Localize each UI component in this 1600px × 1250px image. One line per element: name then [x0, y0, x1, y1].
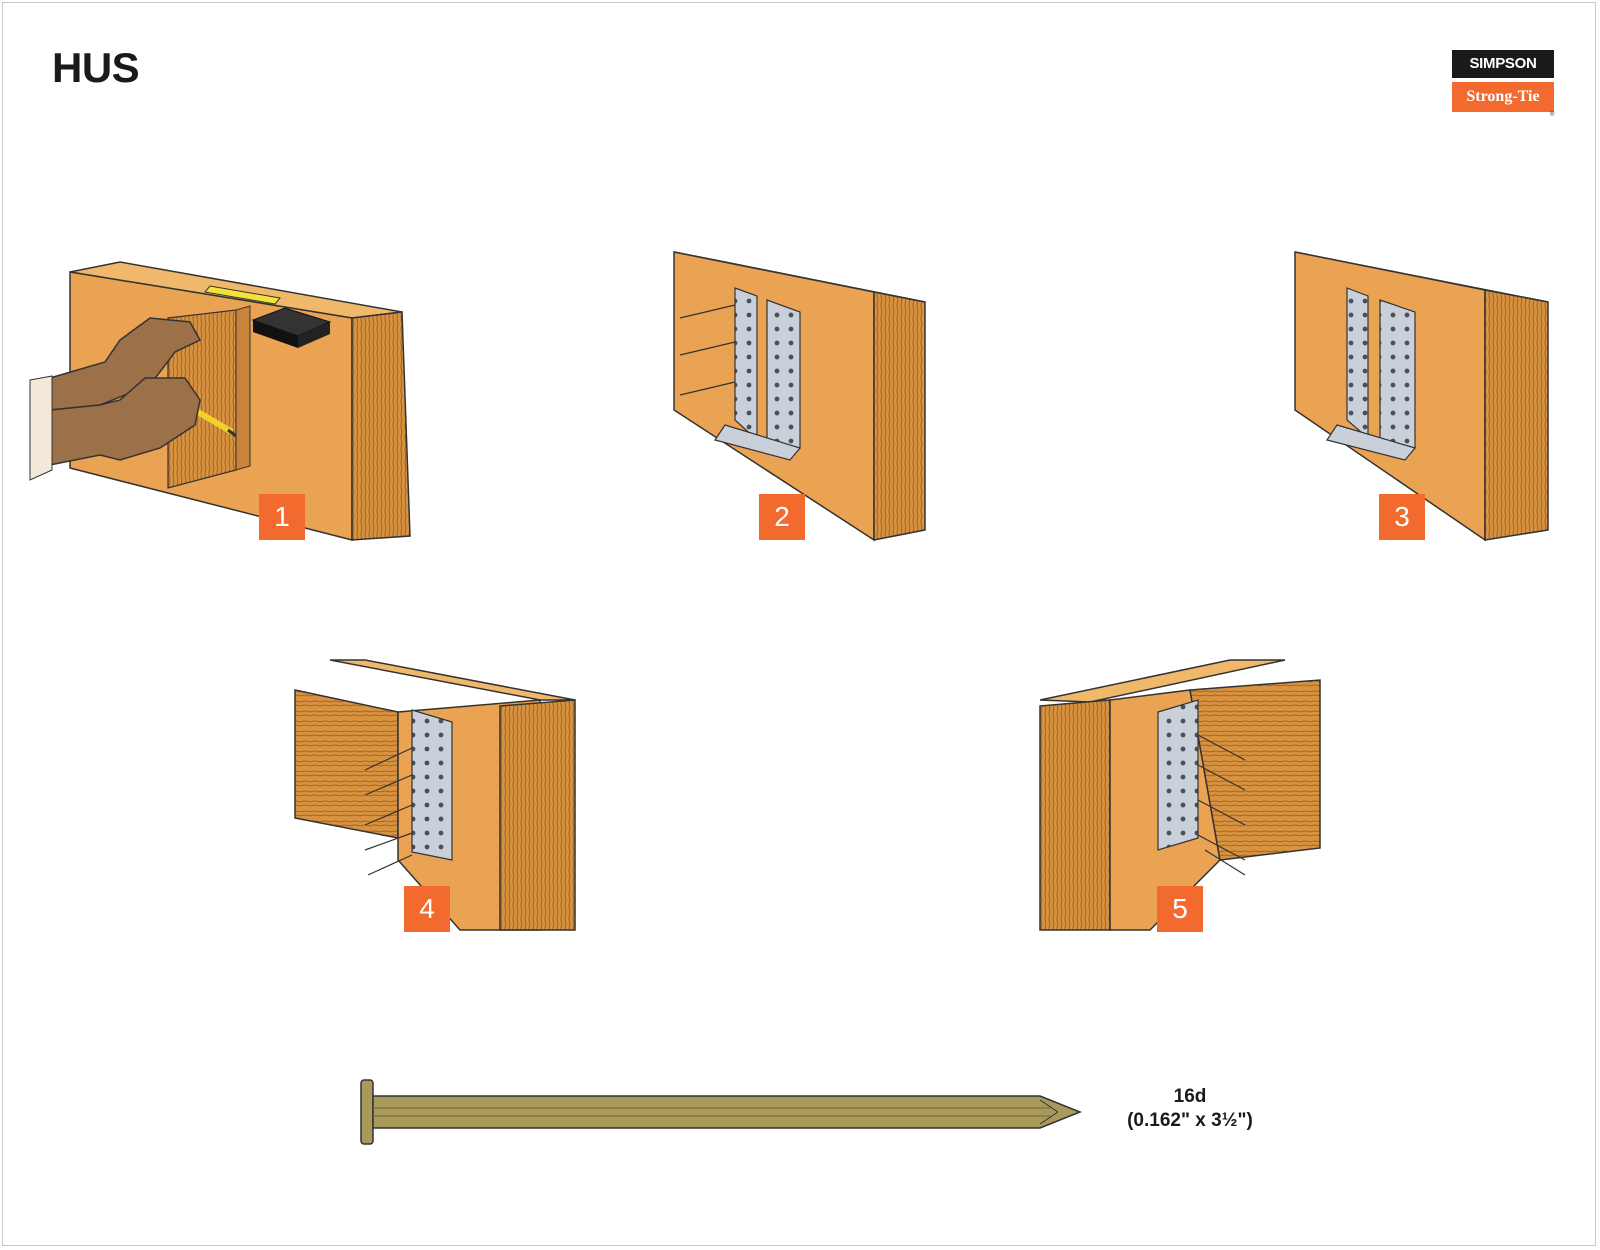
- simpson-strong-tie-logo: SIMPSON Strong-Tie ®: [1452, 50, 1554, 122]
- step-4-illustration: [294, 659, 576, 931]
- nail-label: 16d (0.162" x 3½"): [1100, 1085, 1280, 1133]
- step-2-illustration: [673, 251, 926, 542]
- logo-top: SIMPSON: [1452, 50, 1554, 78]
- block-icon: [251, 307, 332, 348]
- step-4-badge: 4: [404, 886, 450, 932]
- logo-bottom: Strong-Tie: [1452, 82, 1554, 112]
- step-1-illustration: [29, 261, 411, 541]
- step-5-badge: 5: [1157, 886, 1203, 932]
- nail-icon: [360, 1079, 1083, 1145]
- step-2-badge: 2: [759, 494, 805, 540]
- tape-measure-icon: [204, 285, 281, 305]
- nail-size: 16d: [1173, 1086, 1207, 1107]
- step-1-badge: 1: [259, 494, 305, 540]
- nail-dimensions: (0.162" x 3½"): [1127, 1110, 1253, 1131]
- step-3-badge: 3: [1379, 494, 1425, 540]
- gloved-hand-icon: [29, 317, 202, 481]
- hanger-icon: [1326, 287, 1417, 461]
- hanger-icon: [411, 709, 453, 861]
- hanger-icon: [714, 287, 802, 461]
- step-5-illustration: [1039, 659, 1321, 931]
- page-title: HUS: [52, 44, 140, 91]
- step-3-illustration: [1294, 251, 1549, 542]
- logo-registered-mark: ®: [1550, 112, 1555, 118]
- hanger-icon: [1157, 699, 1199, 851]
